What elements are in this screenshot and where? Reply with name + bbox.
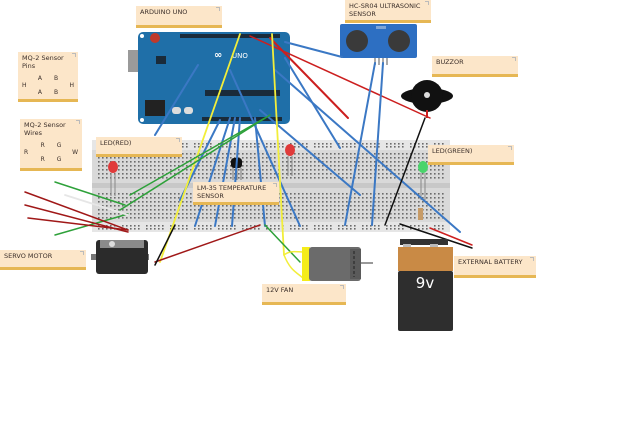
wire-dark-red (24, 191, 129, 231)
label-text: EXTERNAL BATTERY (458, 258, 523, 266)
ultrasonic-sensor (340, 24, 417, 65)
label-lm35: LM-35 TEMPERATURE SENSOR (193, 182, 279, 205)
wire-blue (214, 117, 236, 227)
wire-black (399, 223, 473, 249)
wire-yellow (283, 250, 304, 279)
reset-button (150, 33, 160, 43)
pin: H (69, 81, 74, 89)
label-servo-motor: SERVO MOTOR (0, 250, 86, 270)
label-text: LED(RED) (100, 139, 132, 147)
pin: B (53, 74, 59, 82)
servo-motor (91, 240, 149, 274)
wire-yellow (271, 33, 285, 256)
label-arduino-uno: ARDUINO UNO (136, 6, 222, 28)
wire-code: G (56, 155, 62, 163)
wire-blue (284, 41, 343, 58)
wire-green (54, 213, 129, 236)
label-external-battery: EXTERNAL BATTERY (454, 256, 536, 278)
buzzer (401, 80, 453, 118)
wire-code: G (56, 141, 62, 149)
svg-text:UNO: UNO (232, 52, 248, 60)
wire-code: W (72, 148, 78, 156)
wire-code: R (40, 155, 45, 163)
note-mq2-pins: MQ-2 Sensor Pins A B H H A B (18, 52, 78, 102)
label-text: BUZZOR (436, 58, 464, 66)
wire-black (384, 117, 426, 226)
pin: A (37, 88, 42, 96)
note-title: MQ-2 Sensor Wires (24, 121, 66, 137)
note-title: MQ-2 Sensor Pins (22, 54, 64, 70)
label-text: SERVO MOTOR (4, 252, 53, 260)
arduino-uno-board: ∞ UNO (128, 32, 290, 124)
label-led-green: LED(GREEN) (428, 145, 514, 165)
label-text: 12V FAN (266, 286, 294, 294)
wire-blue (254, 117, 266, 227)
wire-dark-red (27, 217, 129, 231)
pin: H (22, 81, 27, 89)
battery-voltage-label: 9v (416, 274, 435, 292)
note-mq2-wires: MQ-2 Sensor Wires R G R W R G (20, 119, 82, 171)
wire-blue (194, 117, 231, 227)
wire-blue (231, 117, 241, 227)
label-text: LED(GREEN) (432, 147, 473, 155)
wire-blue (229, 69, 301, 227)
wire-white (64, 194, 129, 216)
fan-motor (302, 247, 373, 281)
pin: B (53, 88, 59, 96)
wire-red (429, 227, 473, 246)
label-buzzer: BUZZOR (432, 56, 518, 77)
red-led-left (108, 161, 118, 196)
pin: A (37, 74, 42, 82)
wire-black (154, 224, 176, 266)
label-text: LM-35 TEMPERATURE SENSOR (197, 184, 267, 200)
wire-blue (371, 62, 384, 226)
wire-blue (154, 64, 199, 136)
wire-blue (274, 69, 461, 233)
svg-text:∞: ∞ (214, 50, 222, 61)
resistor (418, 208, 423, 220)
label-ultrasonic: HC-SR04 ULTRASONIC SENSOR (345, 0, 431, 23)
wire-blue (344, 62, 376, 226)
wire-red (249, 35, 431, 119)
wire-dark-red (154, 224, 261, 263)
wire-green (54, 181, 126, 206)
label-led-red: LED(RED) (96, 137, 182, 157)
wire-yellow (159, 33, 241, 263)
red-led-right (285, 144, 295, 176)
wire-green (129, 117, 266, 196)
wire-green (264, 224, 301, 263)
wire-code: R (24, 148, 29, 156)
battery-9v: 9v (398, 239, 453, 331)
green-led (418, 161, 428, 220)
label-text: ARDUINO UNO (140, 8, 188, 16)
label-fan: 12V FAN (262, 284, 346, 305)
wire-green (119, 114, 271, 211)
wire-code: R (40, 141, 45, 149)
wires (24, 33, 473, 279)
label-text: HC-SR04 ULTRASONIC SENSOR (349, 2, 421, 18)
